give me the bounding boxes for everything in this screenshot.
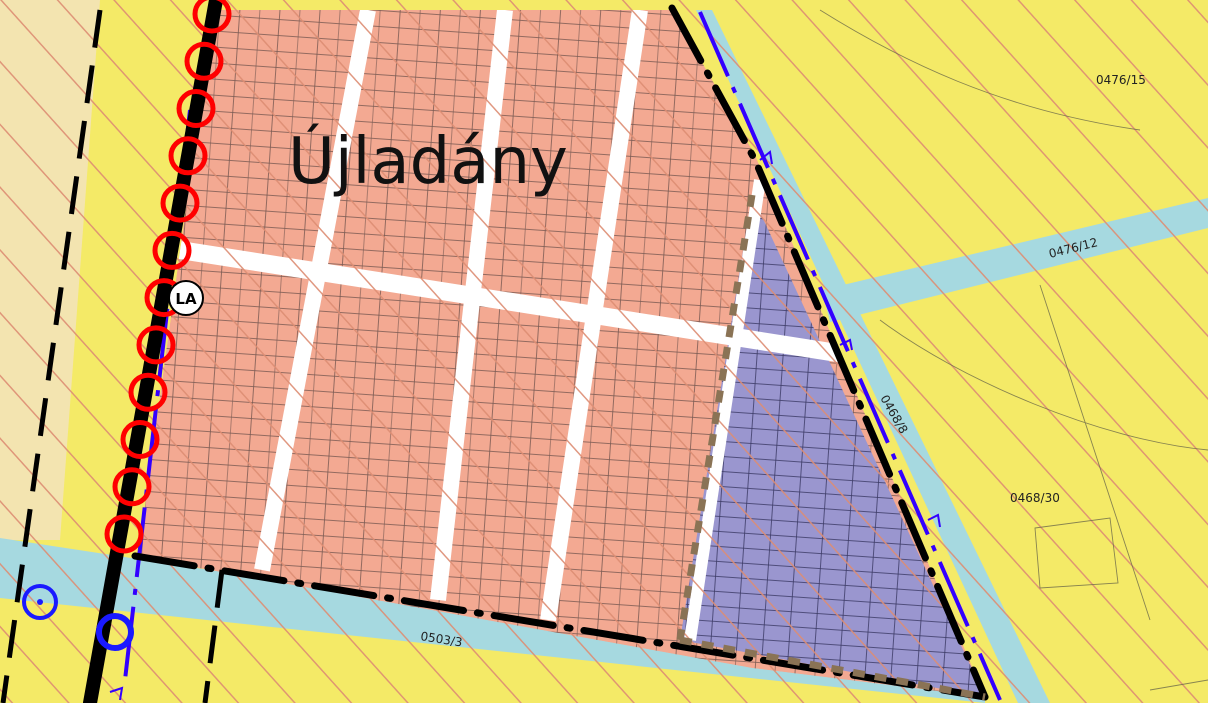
protection-circle (176, 89, 216, 128)
protection-circle (112, 467, 152, 507)
settlement-boundary (83, 0, 989, 708)
protection-circle (136, 325, 176, 365)
protection-circles (104, 0, 232, 554)
mixed-zone-boundary (676, 194, 986, 701)
protection-circle (160, 183, 200, 223)
settlement-name: Újladány (288, 123, 568, 199)
protection-circle (192, 0, 232, 34)
protection-circle (184, 41, 224, 81)
la-badge-text: LA (175, 290, 197, 308)
parcel-label-0468-30: 0468/30 (1010, 491, 1060, 505)
left-dashed-line-lower (202, 569, 225, 704)
blue-boundary-line (123, 11, 1002, 701)
protection-circle (120, 420, 160, 459)
parcel-label-0476-15: 0476/15 (1096, 73, 1146, 87)
left-dashed-line (0, 9, 103, 704)
protection-circle (128, 372, 168, 412)
parcel-label-0503-3: 0503/3 (420, 629, 464, 649)
protection-circle (152, 230, 192, 270)
field-boundaries (819, 9, 1208, 691)
la-badge: LA (168, 280, 204, 316)
protection-circle (168, 136, 208, 176)
protection-circle (104, 514, 144, 554)
blue-arrow-markers (109, 150, 941, 701)
blue-point-markers (22, 584, 134, 651)
